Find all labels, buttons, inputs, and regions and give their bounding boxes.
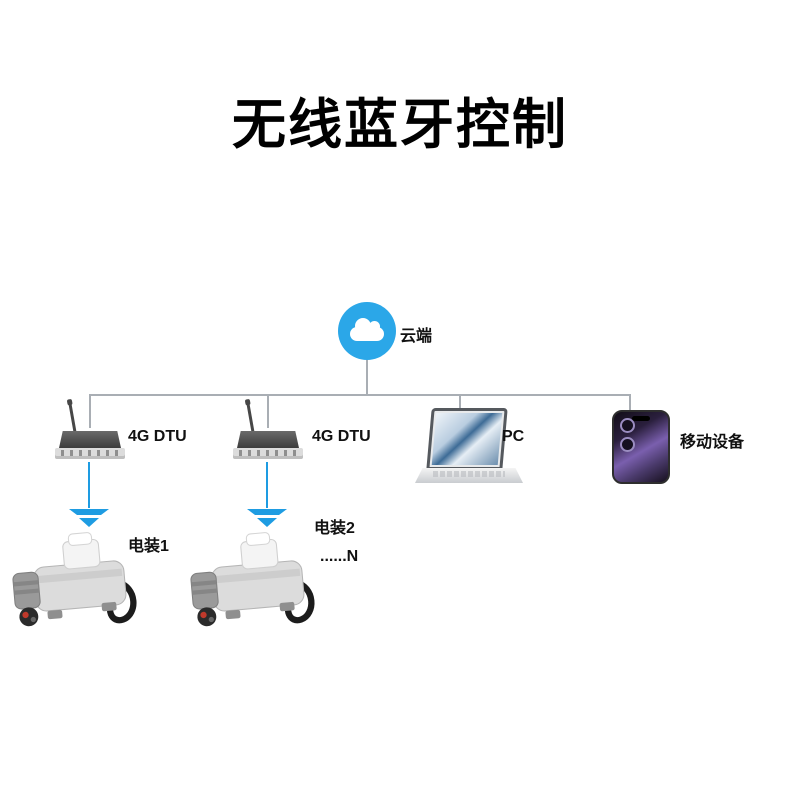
camera-lens-icon xyxy=(620,437,635,452)
cloud-glyph xyxy=(350,318,384,341)
dtu-vents xyxy=(239,450,297,456)
actuator2-label: 电装2 xyxy=(314,520,355,537)
dtu1-device xyxy=(55,401,125,464)
cloud-icon xyxy=(338,302,396,360)
cloud-label: 云端 xyxy=(400,328,433,345)
signal-bar xyxy=(247,509,287,515)
drop-line-dtu2 xyxy=(267,394,269,428)
laptop-screen xyxy=(426,408,508,470)
bluetooth-link-1 xyxy=(88,462,90,508)
page-title: 无线蓝牙控制 xyxy=(232,95,568,155)
mobile-label: 移动设备 xyxy=(680,434,745,451)
actuator-more-label: ......N xyxy=(320,548,359,565)
actuator-1-image xyxy=(10,524,150,629)
dtu-body xyxy=(237,431,299,448)
phone-image xyxy=(612,410,670,484)
dtu-body xyxy=(59,431,121,448)
drop-line-dtu1 xyxy=(89,394,91,428)
antenna-icon xyxy=(246,401,255,435)
drop-line-pc xyxy=(459,394,461,414)
dtu1-label: 4G DTU xyxy=(128,428,187,445)
dtu2-device xyxy=(233,401,303,464)
signal-bar xyxy=(69,509,109,515)
bus-line xyxy=(89,394,630,396)
actuator1-label: 电装1 xyxy=(128,538,169,555)
laptop-image xyxy=(415,408,523,486)
signal-triangle xyxy=(79,518,99,527)
bluetooth-link-2 xyxy=(266,462,268,508)
wireless-signal-icon xyxy=(247,509,287,529)
signal-triangle xyxy=(257,518,277,527)
drop-line-mobile xyxy=(629,394,631,412)
pc-label: PC xyxy=(502,428,525,445)
dtu-vents xyxy=(61,450,119,456)
dtu2-label: 4G DTU xyxy=(312,428,371,445)
camera-lens-icon xyxy=(620,418,635,433)
laptop-display xyxy=(431,413,503,465)
wireless-signal-icon xyxy=(69,509,109,529)
actuator-2-image xyxy=(188,524,328,629)
laptop-keyboard xyxy=(415,468,523,483)
connector-cloud-to-bus xyxy=(366,360,368,395)
phone-notch xyxy=(632,416,650,421)
valve-actuator-icon xyxy=(12,532,137,627)
antenna-icon xyxy=(68,401,77,435)
valve-actuator-icon xyxy=(190,532,315,627)
phone-body xyxy=(612,410,670,484)
